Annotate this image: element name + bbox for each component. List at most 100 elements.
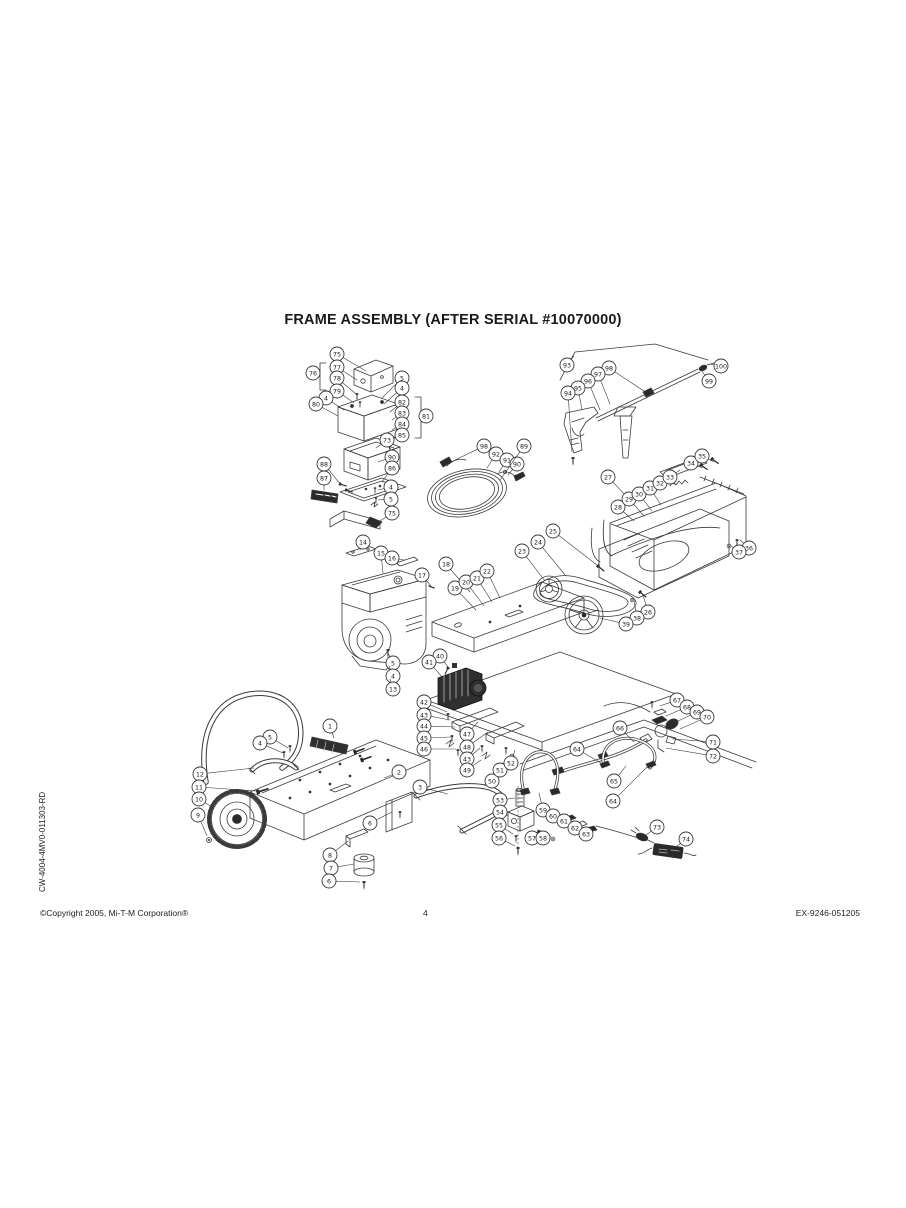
svg-text:65: 65 <box>610 778 618 785</box>
callout-22: 22 <box>479 563 501 599</box>
callout-75: 75 <box>379 505 400 522</box>
svg-text:51: 51 <box>496 767 504 774</box>
svg-text:53: 53 <box>496 797 504 804</box>
svg-text:13: 13 <box>389 686 397 693</box>
callout-37: 37 <box>730 544 747 560</box>
callout-42: 42 <box>416 694 448 713</box>
svg-text:64: 64 <box>573 746 581 753</box>
svg-text:73: 73 <box>383 437 391 444</box>
callout-79: 79 <box>329 383 355 404</box>
callout-94: 94 <box>560 385 576 453</box>
svg-text:96: 96 <box>584 378 592 385</box>
page-number: 4 <box>423 908 428 918</box>
svg-text:86: 86 <box>388 465 396 472</box>
svg-text:70: 70 <box>703 714 711 721</box>
callout-5: 5 <box>377 491 399 507</box>
callout-73: 73 <box>375 432 395 449</box>
svg-text:63: 63 <box>582 831 590 838</box>
callout-89: 89 <box>499 438 532 481</box>
high-pressure-hose <box>427 456 526 518</box>
callout-8: 8 <box>322 840 349 863</box>
callout-25: 25 <box>545 523 598 566</box>
pump <box>437 663 525 760</box>
svg-text:29: 29 <box>625 496 633 503</box>
svg-text:24: 24 <box>534 539 542 546</box>
svg-text:5: 5 <box>400 375 404 382</box>
callout-54: 54 <box>492 804 509 820</box>
svg-text:67: 67 <box>673 697 681 704</box>
svg-text:76: 76 <box>309 370 317 377</box>
page-title: FRAME ASSEMBLY (AFTER SERIAL #10070000) <box>284 312 622 328</box>
unloader-valve <box>551 700 679 776</box>
svg-text:41: 41 <box>425 659 433 666</box>
callout-64: 64 <box>569 741 602 764</box>
svg-text:72: 72 <box>709 753 717 760</box>
svg-text:36: 36 <box>745 545 753 552</box>
svg-text:94: 94 <box>564 390 572 397</box>
svg-text:2: 2 <box>397 769 401 776</box>
svg-text:3: 3 <box>418 784 422 791</box>
callout-74: 74 <box>675 831 694 848</box>
callout-99: 99 <box>701 370 717 389</box>
svg-text:95: 95 <box>574 385 582 392</box>
svg-text:93: 93 <box>563 362 571 369</box>
svg-text:78: 78 <box>333 375 341 382</box>
svg-text:42: 42 <box>420 699 428 706</box>
svg-text:5: 5 <box>389 496 393 503</box>
svg-text:75: 75 <box>388 510 396 517</box>
callout-balloons: 7576777879480548283848581739086888745759… <box>190 346 757 889</box>
callout-65: 65 <box>606 765 627 789</box>
callout-66: 66 <box>612 720 635 743</box>
svg-text:90: 90 <box>513 461 521 468</box>
callout-98: 98 <box>448 438 492 464</box>
callout-14: 14 <box>355 534 371 551</box>
svg-text:49: 49 <box>463 767 471 774</box>
svg-text:77: 77 <box>333 364 341 371</box>
callout-46: 46 <box>416 741 457 757</box>
svg-text:89: 89 <box>520 443 528 450</box>
svg-text:73: 73 <box>653 824 661 831</box>
callout-98: 98 <box>601 360 645 392</box>
svg-text:92: 92 <box>492 451 500 458</box>
svg-text:45: 45 <box>420 735 428 742</box>
svg-text:61: 61 <box>560 818 568 825</box>
svg-text:26: 26 <box>644 609 652 616</box>
svg-text:68: 68 <box>683 704 691 711</box>
svg-text:35: 35 <box>698 453 706 460</box>
callout-4: 4 <box>252 735 284 754</box>
svg-text:99: 99 <box>705 378 713 385</box>
svg-text:14: 14 <box>359 539 367 546</box>
svg-text:12: 12 <box>196 771 204 778</box>
callout-51: 51 <box>492 756 508 778</box>
svg-text:5: 5 <box>391 660 395 667</box>
svg-text:71: 71 <box>709 739 717 746</box>
svg-text:33: 33 <box>666 474 674 481</box>
callout-45: 45 <box>416 730 452 746</box>
svg-text:54: 54 <box>496 809 504 816</box>
svg-text:57: 57 <box>528 835 536 842</box>
svg-text:52: 52 <box>507 760 515 767</box>
svg-text:79: 79 <box>333 388 341 395</box>
svg-text:60: 60 <box>549 813 557 820</box>
svg-text:82: 82 <box>398 399 406 406</box>
callout-81: 81 <box>418 408 434 424</box>
svg-text:87: 87 <box>320 475 328 482</box>
svg-text:38: 38 <box>633 615 641 622</box>
callout-82: 82 <box>389 394 410 413</box>
callout-86: 86 <box>381 460 400 483</box>
svg-text:22: 22 <box>483 568 491 575</box>
svg-text:11: 11 <box>195 784 203 791</box>
callout-58: 58 <box>535 830 552 846</box>
callout-35: 35 <box>694 448 715 464</box>
callout-62: 62 <box>567 820 583 836</box>
svg-text:1: 1 <box>328 723 332 730</box>
callout-44: 44 <box>416 718 456 734</box>
svg-text:28: 28 <box>614 504 622 511</box>
callout-33: 33 <box>662 469 681 485</box>
svg-text:58: 58 <box>539 835 547 842</box>
svg-text:56: 56 <box>495 835 503 842</box>
callout-3: 3 <box>412 779 449 795</box>
svg-text:44: 44 <box>420 723 428 730</box>
